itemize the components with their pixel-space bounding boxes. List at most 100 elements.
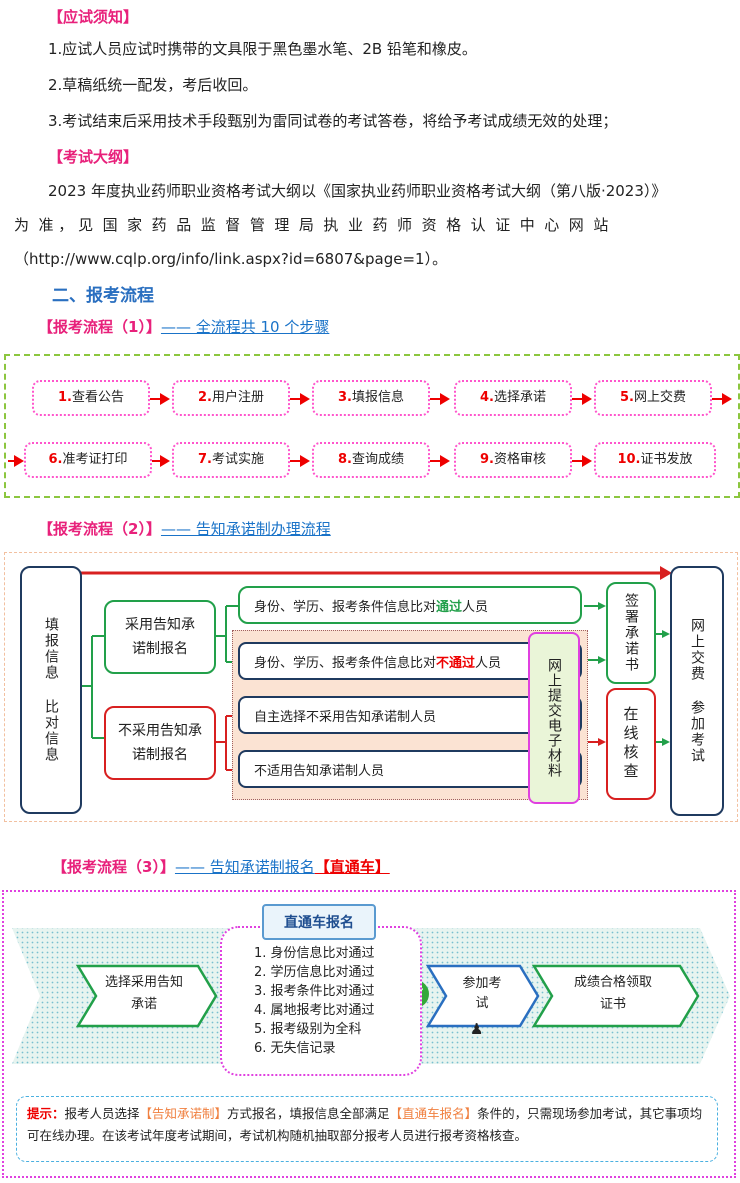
not-apply-text: 不适用告知承诺制人员 [254, 763, 385, 779]
step-label: 查询成绩 [351, 452, 404, 467]
step-number: 5. [620, 390, 634, 405]
flow1-label: 【报考流程（1）】 [38, 318, 161, 336]
step-label: 查看公告 [71, 390, 124, 405]
step-number: 9. [480, 452, 494, 467]
condition-item: 5. 报考级别为全科 [254, 1022, 362, 1037]
adopt-text: 采用告知承诺制报名 [125, 617, 195, 657]
flow3-desc[interactable]: —— 告知承诺制报名 [174, 858, 315, 876]
step-label: 资格审核 [493, 452, 546, 467]
step-number: 1. [58, 390, 72, 405]
pass-text: 身份、学历、报考条件信息比对 [254, 599, 437, 615]
step-arrow [430, 455, 450, 467]
flow2-label: 【报考流程（2）】 [38, 520, 161, 538]
step-number: 2. [198, 390, 212, 405]
condition-list: 1. 身份信息比对通过 2. 学历信息比对通过 3. 报考条件比对通过 4. 属… [254, 944, 375, 1058]
flow1-caption: 【报考流程（1）】—— 全流程共 10 个步骤 [38, 316, 329, 337]
sign-box: 签署承诺书 [606, 582, 656, 684]
step-arrow [572, 393, 592, 405]
step-5: 5.网上交费 [594, 380, 712, 416]
step-3: 3.填报信息 [312, 380, 430, 416]
fill-compare-box: 填报信息 比对信息 [20, 566, 82, 814]
section-title: 二、报考流程 [52, 286, 154, 306]
adopt-box: 采用告知承诺制报名 [104, 600, 216, 674]
flow2-caption: 【报考流程（2）】—— 告知承诺制办理流程 [38, 518, 331, 539]
condition-item: 6. 无失信记录 [254, 1041, 336, 1056]
online-check-text: 在线核查 [621, 706, 640, 782]
fail-box: 身份、学历、报考条件信息比对不通过人员 [238, 642, 582, 680]
step-8: 8.查询成绩 [312, 442, 430, 478]
pay-exam-text: 网上交费 参加考试 [689, 618, 705, 764]
voluntary-box: 自主选择不采用告知承诺制人员 [238, 696, 582, 734]
step-label: 填报信息 [351, 390, 404, 405]
exam-person-icon: ♟ [470, 1020, 484, 1038]
pass-suffix: 人员 [462, 599, 489, 615]
result-text: 成绩合格领取证书 [573, 975, 652, 1012]
outline-line-1: 2023 年度执业药师职业资格考试大纲以《国家执业药师职业资格考试大纲（第八版·… [48, 182, 667, 200]
condition-item: 1. 身份信息比对通过 [254, 946, 375, 961]
step-7: 7.考试实施 [172, 442, 290, 478]
step-label: 准考证打印 [62, 452, 128, 467]
not-adopt-box: 不采用告知承诺制报名 [104, 706, 216, 780]
tip-label: 提示： [27, 1106, 65, 1121]
step-arrow [290, 393, 310, 405]
step-arrow [572, 455, 592, 467]
not-adopt-text: 不采用告知承诺制报名 [118, 723, 202, 763]
fill-compare-text: 填报信息 比对信息 [43, 617, 59, 763]
fail-highlight: 不通过 [436, 655, 476, 671]
step-10: 10.证书发放 [594, 442, 716, 478]
fail-suffix: 人员 [475, 655, 502, 671]
flow3-desc-highlight[interactable]: 【直通车】 [314, 858, 390, 876]
flow3-frame [2, 890, 736, 1178]
voluntary-text: 自主选择不采用告知承诺制人员 [254, 709, 437, 725]
step-2: 2.用户注册 [172, 380, 290, 416]
flow3-caption: 【报考流程（3）】—— 告知承诺制报名【直通车】 [52, 856, 390, 877]
condition-item: 2. 学历信息比对通过 [254, 965, 375, 980]
step-number: 10. [617, 452, 641, 467]
flow2-desc[interactable]: —— 告知承诺制办理流程 [160, 520, 331, 538]
step-label: 考试实施 [211, 452, 264, 467]
step-9: 9.资格审核 [454, 442, 572, 478]
submit-material-text: 网上提交电子材料 [546, 658, 562, 778]
step-number: 8. [338, 452, 352, 467]
outline-heading: 【考试大纲】 [48, 148, 139, 166]
tip-box: 提示：报考人员选择【告知承诺制】方式报名，填报信息全部满足【直通车报名】条件的，… [16, 1096, 718, 1162]
tip-text-2: 方式报名，填报信息全部满足 [227, 1106, 390, 1121]
step-label: 用户注册 [211, 390, 264, 405]
tip-text-3: 条件的，只需现场参加考试，其它事项均可在线办理。在该考试年度考试期间，考试机构随… [27, 1106, 703, 1143]
online-check-box: 在线核查 [606, 688, 656, 800]
notice-item-2: 2.草稿纸统一配发，考后收回。 [48, 76, 258, 94]
tip-highlight-2: 【直通车报名】 [389, 1106, 478, 1121]
step-number: 3. [338, 390, 352, 405]
step-label: 选择承诺 [493, 390, 546, 405]
express-title: 直通车报名 [262, 904, 376, 940]
step-4: 4.选择承诺 [454, 380, 572, 416]
flow1-desc[interactable]: —— 全流程共 10 个步骤 [160, 318, 330, 336]
tip-text-1: 报考人员选择 [64, 1106, 140, 1121]
notice-heading: 【应试须知】 [48, 8, 139, 26]
fail-text: 身份、学历、报考条件信息比对 [254, 655, 437, 671]
outline-line-2: 为 准 ， 见 国 家 药 品 监 督 管 理 局 执 业 药 师 资 格 认 … [14, 216, 609, 234]
sign-text: 签署承诺书 [623, 593, 639, 673]
not-apply-box: 不适用告知承诺制人员 [238, 750, 582, 788]
condition-item: 4. 属地报考比对通过 [254, 1003, 375, 1018]
submit-material-box: 网上提交电子材料 [528, 632, 580, 804]
pass-highlight: 通过 [436, 599, 463, 615]
step-number: 6. [48, 452, 63, 467]
notice-item-3: 3.考试结束后采用技术手段甄别为雷同试卷的考试答卷，将给予考试成绩无效的处理； [48, 112, 618, 130]
step-label: 证书发放 [640, 452, 693, 467]
pass-box: 身份、学历、报考条件信息比对通过人员 [238, 586, 582, 624]
step-arrow [8, 455, 24, 467]
tip-highlight-1: 【告知承诺制】 [139, 1106, 228, 1121]
step-arrow [152, 455, 170, 467]
step-arrow [290, 455, 310, 467]
condition-item: 3. 报考条件比对通过 [254, 984, 375, 999]
step-arrow [150, 393, 170, 405]
flow3-label: 【报考流程（3）】 [52, 858, 175, 876]
notice-item-1: 1.应试人员应试时携带的文具限于黑色墨水笔、2B 铅笔和橡皮。 [48, 40, 477, 58]
step-6: 6.准考证打印 [24, 442, 152, 478]
express-box [220, 926, 422, 1076]
choose-text: 选择采用告知承诺 [104, 975, 183, 1012]
step-number: 4. [480, 390, 494, 405]
step-number: 7. [198, 452, 212, 467]
